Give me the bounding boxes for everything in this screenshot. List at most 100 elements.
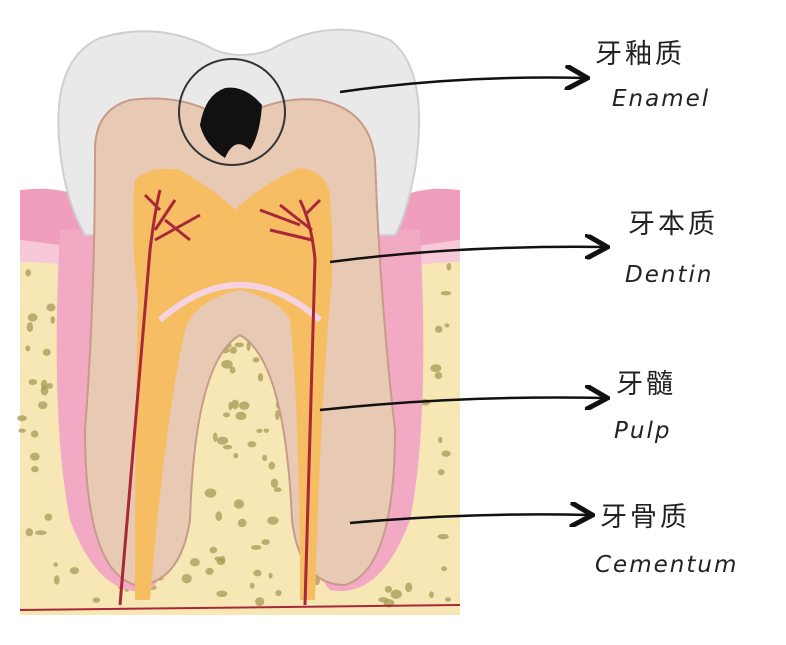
bone-dot xyxy=(181,573,192,584)
bone-dot xyxy=(50,316,56,324)
bone-dot xyxy=(92,597,101,603)
bone-dot xyxy=(17,415,27,422)
nerves xyxy=(19,189,461,611)
caries-highlight-circle xyxy=(178,58,286,166)
bone-dot xyxy=(270,478,279,488)
bone-dot xyxy=(26,322,34,333)
bone-dot xyxy=(444,597,452,602)
bone-dot xyxy=(28,378,38,386)
bone-dot xyxy=(257,373,264,382)
bone-dot xyxy=(428,591,434,599)
arrow-enamel xyxy=(339,78,585,94)
label-dentin-zh: 牙本质 xyxy=(628,209,718,240)
bone-dot xyxy=(438,436,443,444)
bone-dot xyxy=(233,499,245,509)
bone-dot xyxy=(29,452,40,461)
bone-dot xyxy=(31,466,39,473)
bone-dot xyxy=(204,488,217,498)
bone-dot xyxy=(190,558,200,567)
bone-dot xyxy=(42,348,51,356)
bone-dot xyxy=(268,572,273,579)
bone-dot xyxy=(18,428,26,433)
bone-dot xyxy=(235,411,247,421)
bone-dot xyxy=(231,399,239,410)
arrow-pulp xyxy=(319,398,605,412)
bone-dot xyxy=(25,528,34,537)
label-cementum-en: Cementum xyxy=(595,552,739,578)
bone-dot xyxy=(384,585,392,593)
bone-dot xyxy=(249,582,255,589)
bone-dot xyxy=(239,401,250,410)
bone-dot xyxy=(214,556,222,561)
bone-dot xyxy=(229,346,237,354)
bone-dot xyxy=(209,546,218,554)
bone-dot xyxy=(268,461,276,470)
bone-dot xyxy=(246,341,251,352)
bone-dot xyxy=(25,269,32,277)
bone-dot xyxy=(262,454,268,461)
bone-dot xyxy=(253,569,262,577)
bone-dot xyxy=(223,412,231,418)
bone-dot xyxy=(229,366,236,374)
label-dentin-en: Dentin xyxy=(625,262,714,288)
bone-dot xyxy=(215,511,223,522)
bone-dot xyxy=(267,516,279,525)
bone-dot xyxy=(256,428,263,433)
bone-dot xyxy=(378,597,389,603)
bone-dot xyxy=(53,575,60,585)
label-pulp-en: Pulp xyxy=(614,418,672,444)
bone-dot xyxy=(222,444,233,450)
label-enamel-zh: 牙釉质 xyxy=(595,39,685,70)
bone-dot xyxy=(221,360,233,369)
bone-dot xyxy=(217,436,229,445)
bone-dot xyxy=(234,342,245,348)
bone-dot xyxy=(444,323,450,328)
bone-dot xyxy=(261,539,270,545)
bone-dot xyxy=(405,582,413,593)
bone-dot xyxy=(273,487,282,492)
bone-dot xyxy=(434,371,443,379)
bone-dot xyxy=(275,589,282,597)
bone-dot xyxy=(314,576,320,586)
bone-dot xyxy=(237,518,247,528)
bone-dot xyxy=(53,562,58,567)
bone-dot xyxy=(46,303,56,312)
bone-dot xyxy=(435,325,443,333)
bone-dot xyxy=(275,410,280,420)
bone-dot xyxy=(25,345,31,352)
bone-dot xyxy=(233,452,239,459)
bone-dot xyxy=(247,441,257,448)
bone-dot xyxy=(212,432,218,442)
label-pulp-zh: 牙髓 xyxy=(616,369,676,400)
bone-dot xyxy=(263,428,270,433)
bone-dot xyxy=(390,589,402,599)
arrow-dentin xyxy=(329,247,605,264)
bone-dot xyxy=(250,545,262,550)
pointer-arrows xyxy=(319,78,605,523)
arrow-cementum xyxy=(349,514,590,523)
bone-dot xyxy=(255,597,265,607)
bone-dot xyxy=(220,555,226,563)
bone-dot xyxy=(441,450,451,457)
bone-dot xyxy=(40,379,48,390)
caries xyxy=(200,87,262,158)
bone-dot xyxy=(27,313,38,322)
bone-dot xyxy=(446,262,452,271)
bone-dot xyxy=(205,567,214,575)
bone-dot xyxy=(216,590,228,598)
bone-dot xyxy=(430,364,442,373)
pulp xyxy=(133,168,333,600)
label-enamel-en: Enamel xyxy=(612,86,711,112)
bone-dot xyxy=(252,357,260,363)
bone-dot xyxy=(440,291,452,296)
bone-dot xyxy=(47,383,53,389)
bone-dot xyxy=(437,533,449,540)
bone-dot xyxy=(69,567,80,575)
bone-dot xyxy=(441,566,448,572)
bone-dot xyxy=(34,530,47,536)
bone-dot xyxy=(44,513,53,521)
label-cementum-zh: 牙骨质 xyxy=(600,502,690,533)
bone-dot xyxy=(437,469,445,476)
